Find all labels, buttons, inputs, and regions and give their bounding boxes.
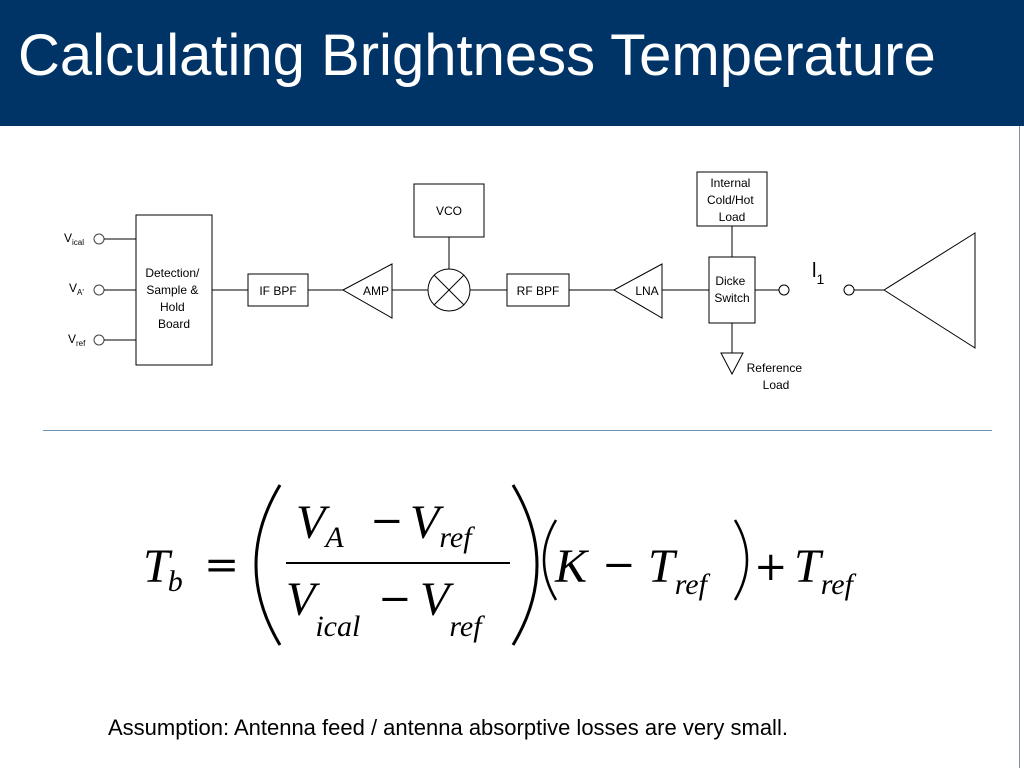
k-constant: K [554,540,590,593]
brightness-temperature-formula: Tb = VA − Vref Vical − Vref K − Tref + T… [143,484,857,646]
left-small-paren [542,519,558,601]
v-ref-label: Vref [68,332,86,348]
dicke-switch-label: Dicke Switch [714,274,749,305]
antenna-horn [883,232,976,349]
v-ical-label: Vical [64,231,84,247]
l1-label: l1 [812,260,824,287]
reference-load-label: Reference Load [747,361,806,392]
slide-title: Calculating Brightness Temperature [18,23,936,88]
numerator-minus: − [370,498,404,544]
denominator-vical: Vical [286,573,360,643]
equals-sign: = [204,540,239,589]
dicke-switch-box [708,256,756,324]
v-a-terminal [93,284,105,296]
numerator-va: VA [296,496,344,554]
formula-lhs: Tb [143,540,183,598]
t-ref-offset: Tref [794,540,857,601]
numerator-vref: Vref [410,496,475,554]
section-divider [43,430,992,431]
left-big-paren [254,484,282,646]
internal-load-label: Internal Cold/Hot Load [707,176,757,224]
vco-label: VCO [436,204,462,218]
title-bar: Calculating Brightness Temperature [0,0,1024,126]
radiometer-block-diagram: Vical VA' Vref Detection/ Sample & Hold … [64,171,976,392]
right-big-paren [511,484,539,646]
lna-label: LNA [635,284,658,298]
k-minus: − [602,542,636,588]
vco-box [413,183,485,238]
lna-triangle [612,263,663,319]
v-ref-terminal [93,334,105,346]
detection-board-label: Detection/ Sample & Hold Board [145,266,202,331]
slide-border [1019,126,1020,768]
if-bpf-label: IF BPF [259,284,296,298]
v-ical-terminal [93,233,105,245]
rf-bpf-label: RF BPF [517,284,560,298]
switch-contact-right [843,284,855,296]
amp-triangle [341,263,393,319]
amp-label: AMP [363,284,389,298]
denominator-minus: − [378,576,412,622]
right-small-paren [733,519,749,601]
assumption-note: Assumption: Antenna feed / antenna absor… [108,715,788,740]
denominator-vref: Vref [420,573,485,643]
v-a-label: VA' [69,281,84,297]
switch-contact-left [778,284,790,296]
t-ref-term: Tref [648,540,711,601]
plus-sign: + [754,544,788,590]
reference-load-triangle [720,352,744,376]
